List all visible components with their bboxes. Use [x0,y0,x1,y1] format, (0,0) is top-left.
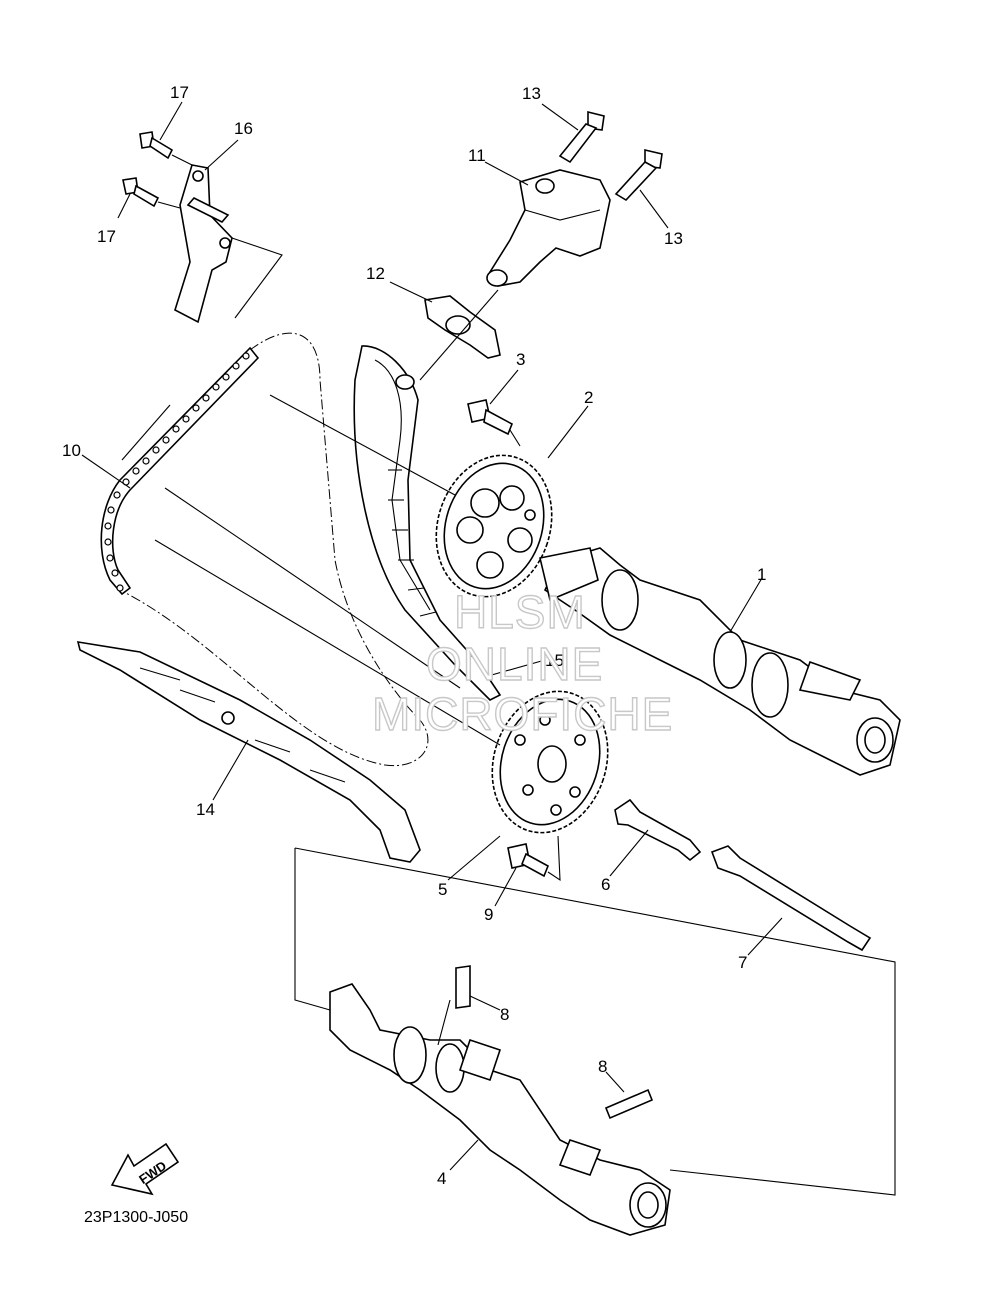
watermark-line-1: HLSM [454,586,586,638]
chain-guide-exhaust [353,345,502,701]
leader-lines [81,101,783,1171]
callout-3: 3 [516,350,525,369]
watermark: HLSM ONLINE MICROFICHE [371,585,673,740]
chain-guide-intake [76,641,421,863]
callout-8b: 8 [598,1057,607,1076]
callout-17b: 17 [97,227,116,246]
callout-4: 4 [437,1169,446,1188]
watermark-line-2: ONLINE [426,638,603,690]
callout-11: 11 [468,146,486,165]
bolt-lower [122,177,160,208]
callout-13b: 13 [664,229,683,248]
pin-lower [604,1088,654,1120]
diagram-code: 23P1300-J050 [84,1209,188,1226]
tensioner-bolt-left [558,110,605,164]
sprocket-bolt-upper [467,399,514,436]
tensioner-bolt-right [614,148,663,202]
reference-lines [154,394,896,1196]
shaft-long [710,845,872,952]
callout-1: 1 [757,565,766,584]
callout-14: 14 [196,800,215,819]
sprocket-bolt-lower [507,843,550,878]
camshaft-exhaust [329,983,671,1236]
cam-sprocket-intake [435,454,553,598]
callout-6: 6 [601,875,610,894]
callout-15: 15 [545,651,564,670]
callout-7: 7 [738,953,747,972]
timing-chain [100,332,429,767]
callout-12: 12 [366,264,385,283]
callout-10: 10 [62,441,81,460]
callout-13a: 13 [522,84,541,103]
pin-upper [455,965,471,1009]
callout-17a: 17 [170,83,189,102]
watermark-line-3: MICROFICHE [372,688,673,740]
callout-16: 16 [234,119,253,138]
camshaft-intake [539,547,901,776]
callout-9: 9 [484,905,493,924]
chain-guide-upper [174,164,233,324]
callout-2: 2 [584,388,593,407]
cam-sprocket-exhaust [491,690,609,834]
tensioner-gasket [424,295,501,359]
chain-tensioner [486,169,611,287]
bolt-upper [139,131,174,160]
callout-8a: 8 [500,1005,509,1024]
fwd-arrow-icon: FWD [110,1142,180,1196]
callouts: 1 2 3 4 5 6 7 8 8 9 10 11 12 13 13 14 15… [62,83,766,1188]
callout-5: 5 [438,880,447,899]
shaft-short [614,798,702,862]
